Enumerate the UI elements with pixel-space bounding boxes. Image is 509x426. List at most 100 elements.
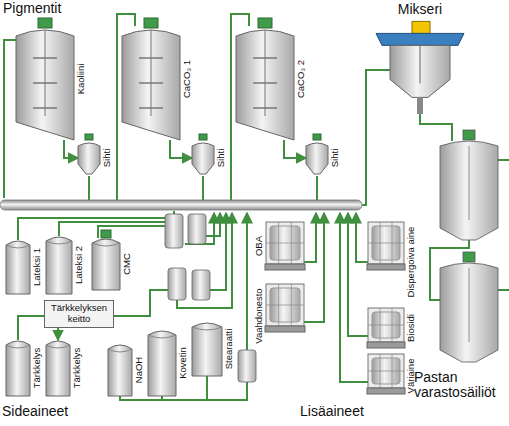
- pigment-tank: Kaoliini: [16, 28, 88, 140]
- tank-drawing: [6, 341, 30, 396]
- outlet-pipe: [498, 289, 509, 291]
- binder-pipe: [185, 213, 214, 244]
- mixer-vessel: [390, 45, 450, 97]
- section-label: Lisäaineet: [300, 404, 364, 419]
- additive-pipe: [340, 213, 368, 382]
- pallet: [367, 264, 405, 270]
- binder-pipe: [173, 211, 175, 214]
- tank-body: [236, 30, 294, 140]
- starch-tank: Tärkkelys: [46, 340, 84, 396]
- section-label: Pigmentit: [3, 1, 61, 16]
- stirrer-blade: [139, 57, 163, 59]
- tank-drawing: [236, 18, 294, 140]
- pallet: [265, 264, 305, 270]
- pallet: [367, 388, 405, 394]
- tank-drawing: [306, 134, 328, 174]
- additive-pipe: [348, 213, 368, 336]
- pipe-connector: [284, 140, 306, 158]
- mixer-outlet: [417, 97, 423, 114]
- tank-label: Sihti: [216, 149, 226, 167]
- cage-bar: [368, 371, 404, 372]
- tank-body: [46, 237, 72, 294]
- pipe-connector: [57, 328, 59, 340]
- tank-body: [46, 341, 70, 396]
- tank-rim: [148, 335, 176, 338]
- tank-label: Kaoliini: [76, 64, 86, 95]
- binder-tank: CMC: [92, 238, 134, 290]
- stirrer-blade: [139, 107, 163, 109]
- screen-body: [78, 143, 100, 174]
- tank-label: Sihti: [102, 149, 112, 167]
- pipe-connector: [64, 140, 78, 158]
- tank-label: CaCO₃ 2: [296, 60, 306, 98]
- tank-rim: [192, 327, 222, 330]
- tank-label: OBA: [254, 236, 264, 256]
- tank-drawing: [16, 18, 74, 140]
- tank-rim: [46, 241, 72, 244]
- additive-pipe: [246, 213, 248, 350]
- pipe-connector: [170, 140, 192, 158]
- tank-label: Stearaatti: [224, 329, 234, 370]
- tank-label: Lateksi 2: [74, 246, 84, 284]
- tank-body: [6, 341, 30, 396]
- tank-label: Dispergoiva aine: [406, 226, 416, 297]
- tank-drawing: [265, 284, 305, 332]
- tank-body: [122, 30, 180, 140]
- tank-label: Tärkkelys: [72, 348, 82, 389]
- tank-drawing: [265, 222, 305, 270]
- mixer: Mikseri: [368, 2, 472, 114]
- additive-pipe: [304, 213, 316, 262]
- tank-body: [92, 239, 120, 290]
- tank-drawing: [148, 331, 176, 396]
- mixer-motor: [412, 21, 430, 33]
- screen: Sihti: [192, 140, 228, 176]
- container-cage: [368, 308, 404, 342]
- motor: [463, 130, 475, 140]
- stirrer-blade: [139, 82, 163, 84]
- filter-unit: [165, 214, 183, 248]
- tank-body: [16, 30, 74, 140]
- cage-bar: [368, 243, 404, 244]
- tank-drawing: [108, 345, 132, 396]
- chemical-tank: Stearaatti: [192, 322, 236, 376]
- starch-tank: Tärkkelys: [6, 340, 44, 396]
- screen-body: [306, 143, 328, 174]
- binder-pipe: [18, 218, 165, 240]
- container-cage: [368, 222, 404, 264]
- tank-drawing: [192, 323, 222, 376]
- tank-drawing: [367, 308, 405, 348]
- chemical-tank: NaOH: [108, 344, 146, 396]
- motor: [85, 134, 93, 140]
- pallet: [367, 342, 405, 348]
- pallet: [265, 326, 305, 332]
- additive-container: Vaahdonesto: [252, 284, 304, 347]
- motor: [463, 252, 475, 262]
- motor: [258, 18, 272, 28]
- tank-label: Tärkkelys: [32, 348, 42, 389]
- additive-container: Biosidi: [368, 308, 418, 348]
- binder-tank: Lateksi 2: [46, 236, 86, 294]
- filter-unit: [238, 350, 256, 382]
- mixer-shaft: [420, 45, 421, 83]
- stirrer-blade: [33, 57, 57, 59]
- tank-label: Vaahdonesto: [254, 288, 264, 343]
- tank-drawing: [122, 18, 180, 140]
- header-pipe: [0, 200, 362, 210]
- filter-unit: [192, 270, 210, 300]
- tank-rim: [92, 243, 120, 246]
- filter-unit: [188, 214, 206, 244]
- binder-tank: Lateksi 1: [6, 240, 44, 294]
- additive-container: OBA: [252, 222, 304, 270]
- screen-pipe: [202, 176, 204, 201]
- binder-pipe: [206, 213, 220, 236]
- section-label: Pastan varastosäiliöt: [414, 370, 507, 401]
- screen-body: [192, 143, 214, 174]
- tank-label: Biosidi: [406, 314, 416, 342]
- additive-container: Väriaine: [368, 354, 418, 397]
- pigment-tank: CaCO₃ 2: [236, 28, 308, 140]
- tank-label: NaOH: [134, 357, 144, 383]
- tank-label: Lateksi 1: [32, 248, 42, 286]
- storage-tanks: [440, 130, 498, 362]
- additive-pipe: [120, 382, 247, 400]
- tank-drawing: [367, 222, 405, 270]
